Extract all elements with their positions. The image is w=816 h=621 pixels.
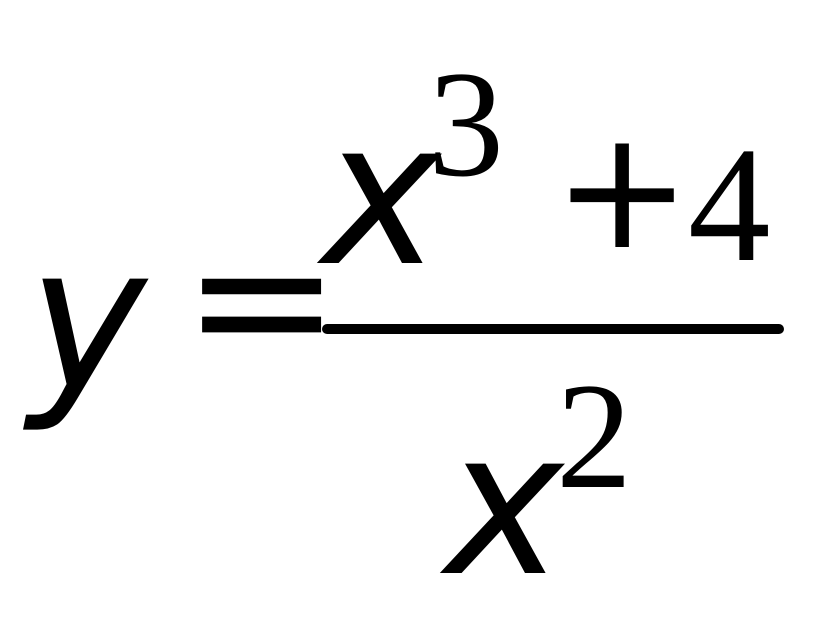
- denominator-exponent: 2: [556, 352, 632, 520]
- equals-sign: =: [182, 189, 342, 410]
- numerator-exponent: 3: [428, 40, 504, 208]
- numerator-constant: 4: [688, 113, 771, 296]
- numerator-base: x: [322, 78, 441, 311]
- fraction-bar: [322, 324, 784, 334]
- lhs-variable: y: [28, 203, 147, 436]
- plus-sign: +: [553, 94, 692, 286]
- denominator-base: x: [445, 388, 564, 621]
